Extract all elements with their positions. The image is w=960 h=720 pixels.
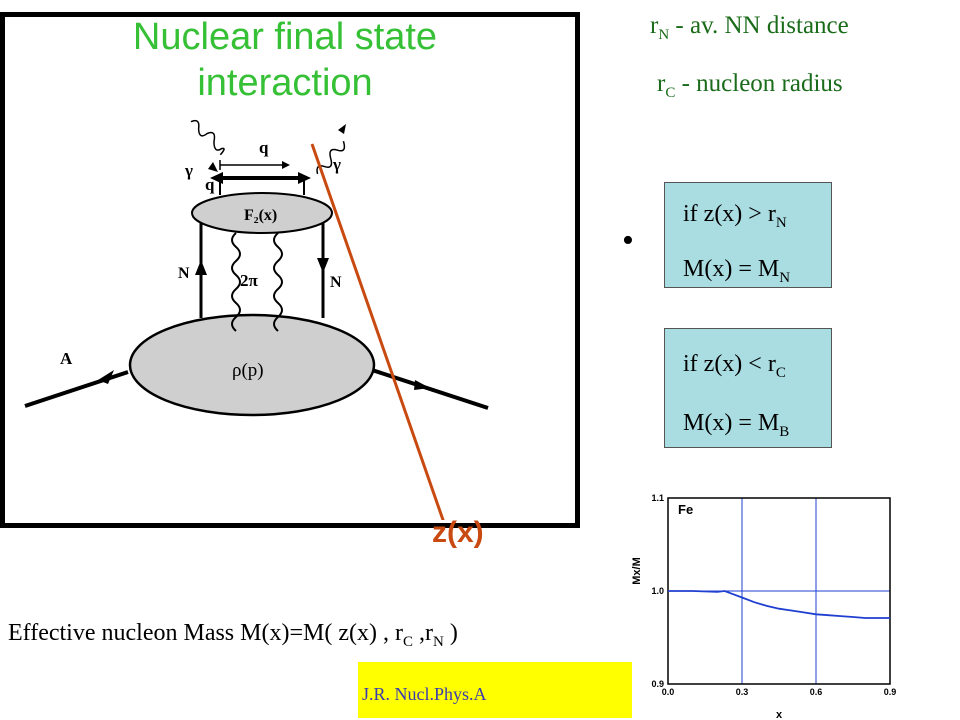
photon-right-arrow [338,124,346,134]
photon-left-arrow [208,162,218,172]
n-right-arrow [317,258,329,273]
chart-y-tick-1: 1.0 [651,586,664,596]
rc-definition: rC - nucleon radius [657,70,843,102]
wavy-line-left [231,232,241,332]
n-left-label: N [178,265,190,282]
reference-box [358,662,632,718]
box2-line2: M(x) = MB [683,409,790,440]
two-pi-label: 2π [240,271,259,290]
n-left-arrow [195,260,207,275]
f2-label: F₂(x) [244,207,277,224]
zx-label: z(x) [432,516,484,549]
chart-x-tick-0: 0.0 [662,687,675,697]
qbar-label: q [259,138,269,157]
rn-definition: rN - av. NN distance [650,12,849,44]
chart-x-tick-1: 0.3 [736,687,749,697]
box2-line1: if z(x) < rC [683,351,786,381]
rn-subscript: N [658,27,670,43]
rn-symbol: r [650,12,659,39]
a-label: A [60,349,73,368]
title-line-2: interaction [197,62,373,104]
chart-title: Fe [678,502,693,517]
photon-left [190,119,225,156]
rc-text: - nucleon radius [675,70,843,97]
slide-title: Nuclear final state interaction [100,14,470,106]
reference-text: J.R. Nucl.Phys.A [362,684,487,704]
chart-series-line [668,590,890,619]
line-a-out [371,368,489,410]
q-label: q [205,175,215,194]
chart-x-tick-2: 0.6 [810,687,823,697]
arrow-a [98,370,114,384]
bullet-point: • [622,222,634,259]
effective-mass-formula: Effective nucleon Mass M(x)=M( z(x) , rC… [8,620,458,650]
n-right-label: N [330,274,342,291]
gamma-right-label: γ [332,155,341,174]
box1-line2: M(x) = MN [683,255,791,286]
wavy-line-right [273,232,283,332]
rho-label: ρ(p) [232,360,264,381]
qbar-arrow [282,161,290,169]
line-a-in [24,370,129,408]
nucleus-ellipse [128,313,376,417]
chart-x-tick-3: 0.9 [884,687,897,697]
rc-symbol: r [657,70,666,97]
rn-text: - av. NN distance [669,12,849,39]
title-line-1: Nuclear final state [132,16,438,58]
a-label-bg [54,342,82,370]
chart-y-tick-0: 0.9 [651,679,664,689]
condition-box-nn: if z(x) > rN M(x) = MN [664,182,832,288]
rc-subscript: C [665,85,676,101]
gamma-left-label: γ [184,161,193,180]
chart-ticks: 0.0 0.3 0.6 0.9 0.9 1.0 1.1 [651,493,896,697]
f2-ellipse [191,192,333,234]
chart-y-tick-2: 1.1 [651,493,664,503]
chart-ylabel: Mx/M [631,557,643,585]
zx-line [310,143,445,520]
condition-box-nucleon: if z(x) < rC M(x) = MB [664,328,832,448]
mass-ratio-chart: 0.0 0.3 0.6 0.9 0.9 1.0 1.1 Fe Mx/M x [631,493,896,720]
diagram-frame [0,12,580,528]
box1-line1: if z(x) > rN [683,201,787,231]
arrow-out [414,380,430,390]
feynman-diagram: γ γ q q F₂(x) N N 2π ρ(p) A [24,119,489,520]
chart-xlabel: x [776,709,783,720]
